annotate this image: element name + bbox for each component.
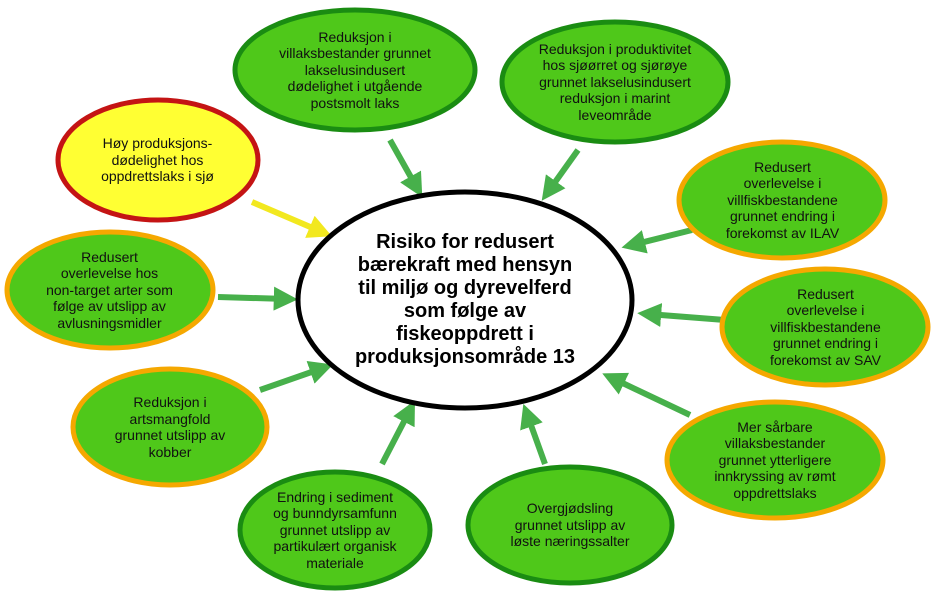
factor-bubble-produksjonsdodelighet — [55, 97, 261, 223]
arrow-organisk-materiale — [379, 400, 415, 466]
arrow-kobber — [259, 361, 334, 393]
factor-label-ilav: Redusert overlevelse i villfiskbestanden… — [725, 158, 840, 241]
arrow-ilav — [621, 227, 693, 254]
factor-label-sav: Redusert overlevelse i villfiskbestanden… — [769, 285, 881, 368]
arrow-sjoorret-lakselus — [541, 148, 581, 201]
arrow-naeringssalter — [520, 403, 548, 466]
arrow-produksjonsdodelighet — [250, 199, 332, 238]
factor-label-organisk-materiale: Endring i sediment og bunndyrsamfunn gru… — [273, 488, 397, 571]
factor-label-kobber: Reduksjon i artsmangfold grunnet utslipp… — [114, 394, 226, 460]
factor-label-avlusningsmidler: Redusert overlevelse hos non-target arte… — [46, 248, 173, 331]
factor-bubble-kobber — [70, 366, 270, 488]
factor-bubble-avlusningsmidler — [4, 229, 216, 351]
factor-label-produksjonsdodelighet: Høy produksjons- dødelighet hos oppdrett… — [101, 135, 214, 185]
center-risk-label: Risiko for redusert bærekraft med hensyn… — [354, 231, 576, 368]
factor-label-romt-oppdrettslaks: Mer sårbare villaksbestander grunnet ytt… — [714, 418, 836, 501]
factor-bubble-ilav — [676, 139, 888, 261]
factor-bubble-sjoorret-lakselus — [499, 19, 731, 145]
factor-label-villaks-lakselus: Reduksjon i villaksbestander grunnet lak… — [279, 28, 431, 111]
factor-bubble-sav — [719, 266, 931, 388]
arrow-layer — [217, 138, 726, 466]
arrow-avlusningsmidler — [217, 286, 298, 311]
arrow-romt-oppdrettslaks — [602, 372, 692, 418]
factor-label-naeringssalter: Overgjødsling grunnet utslipp av løste n… — [510, 500, 630, 550]
center-risk-bubble — [295, 189, 635, 411]
factor-bubble-villaks-lakselus — [232, 7, 478, 133]
factor-bubble-naeringssalter — [465, 464, 675, 586]
arrow-sav — [637, 303, 726, 327]
factor-bubble-organisk-materiale — [237, 469, 433, 591]
arrow-villaks-lakselus — [387, 138, 423, 198]
factor-label-sjoorret-lakselus: Reduksjon i produktivitet hos sjøørret o… — [538, 40, 692, 123]
factor-bubble-romt-oppdrettslaks — [664, 399, 886, 521]
node-layer — [4, 7, 931, 591]
